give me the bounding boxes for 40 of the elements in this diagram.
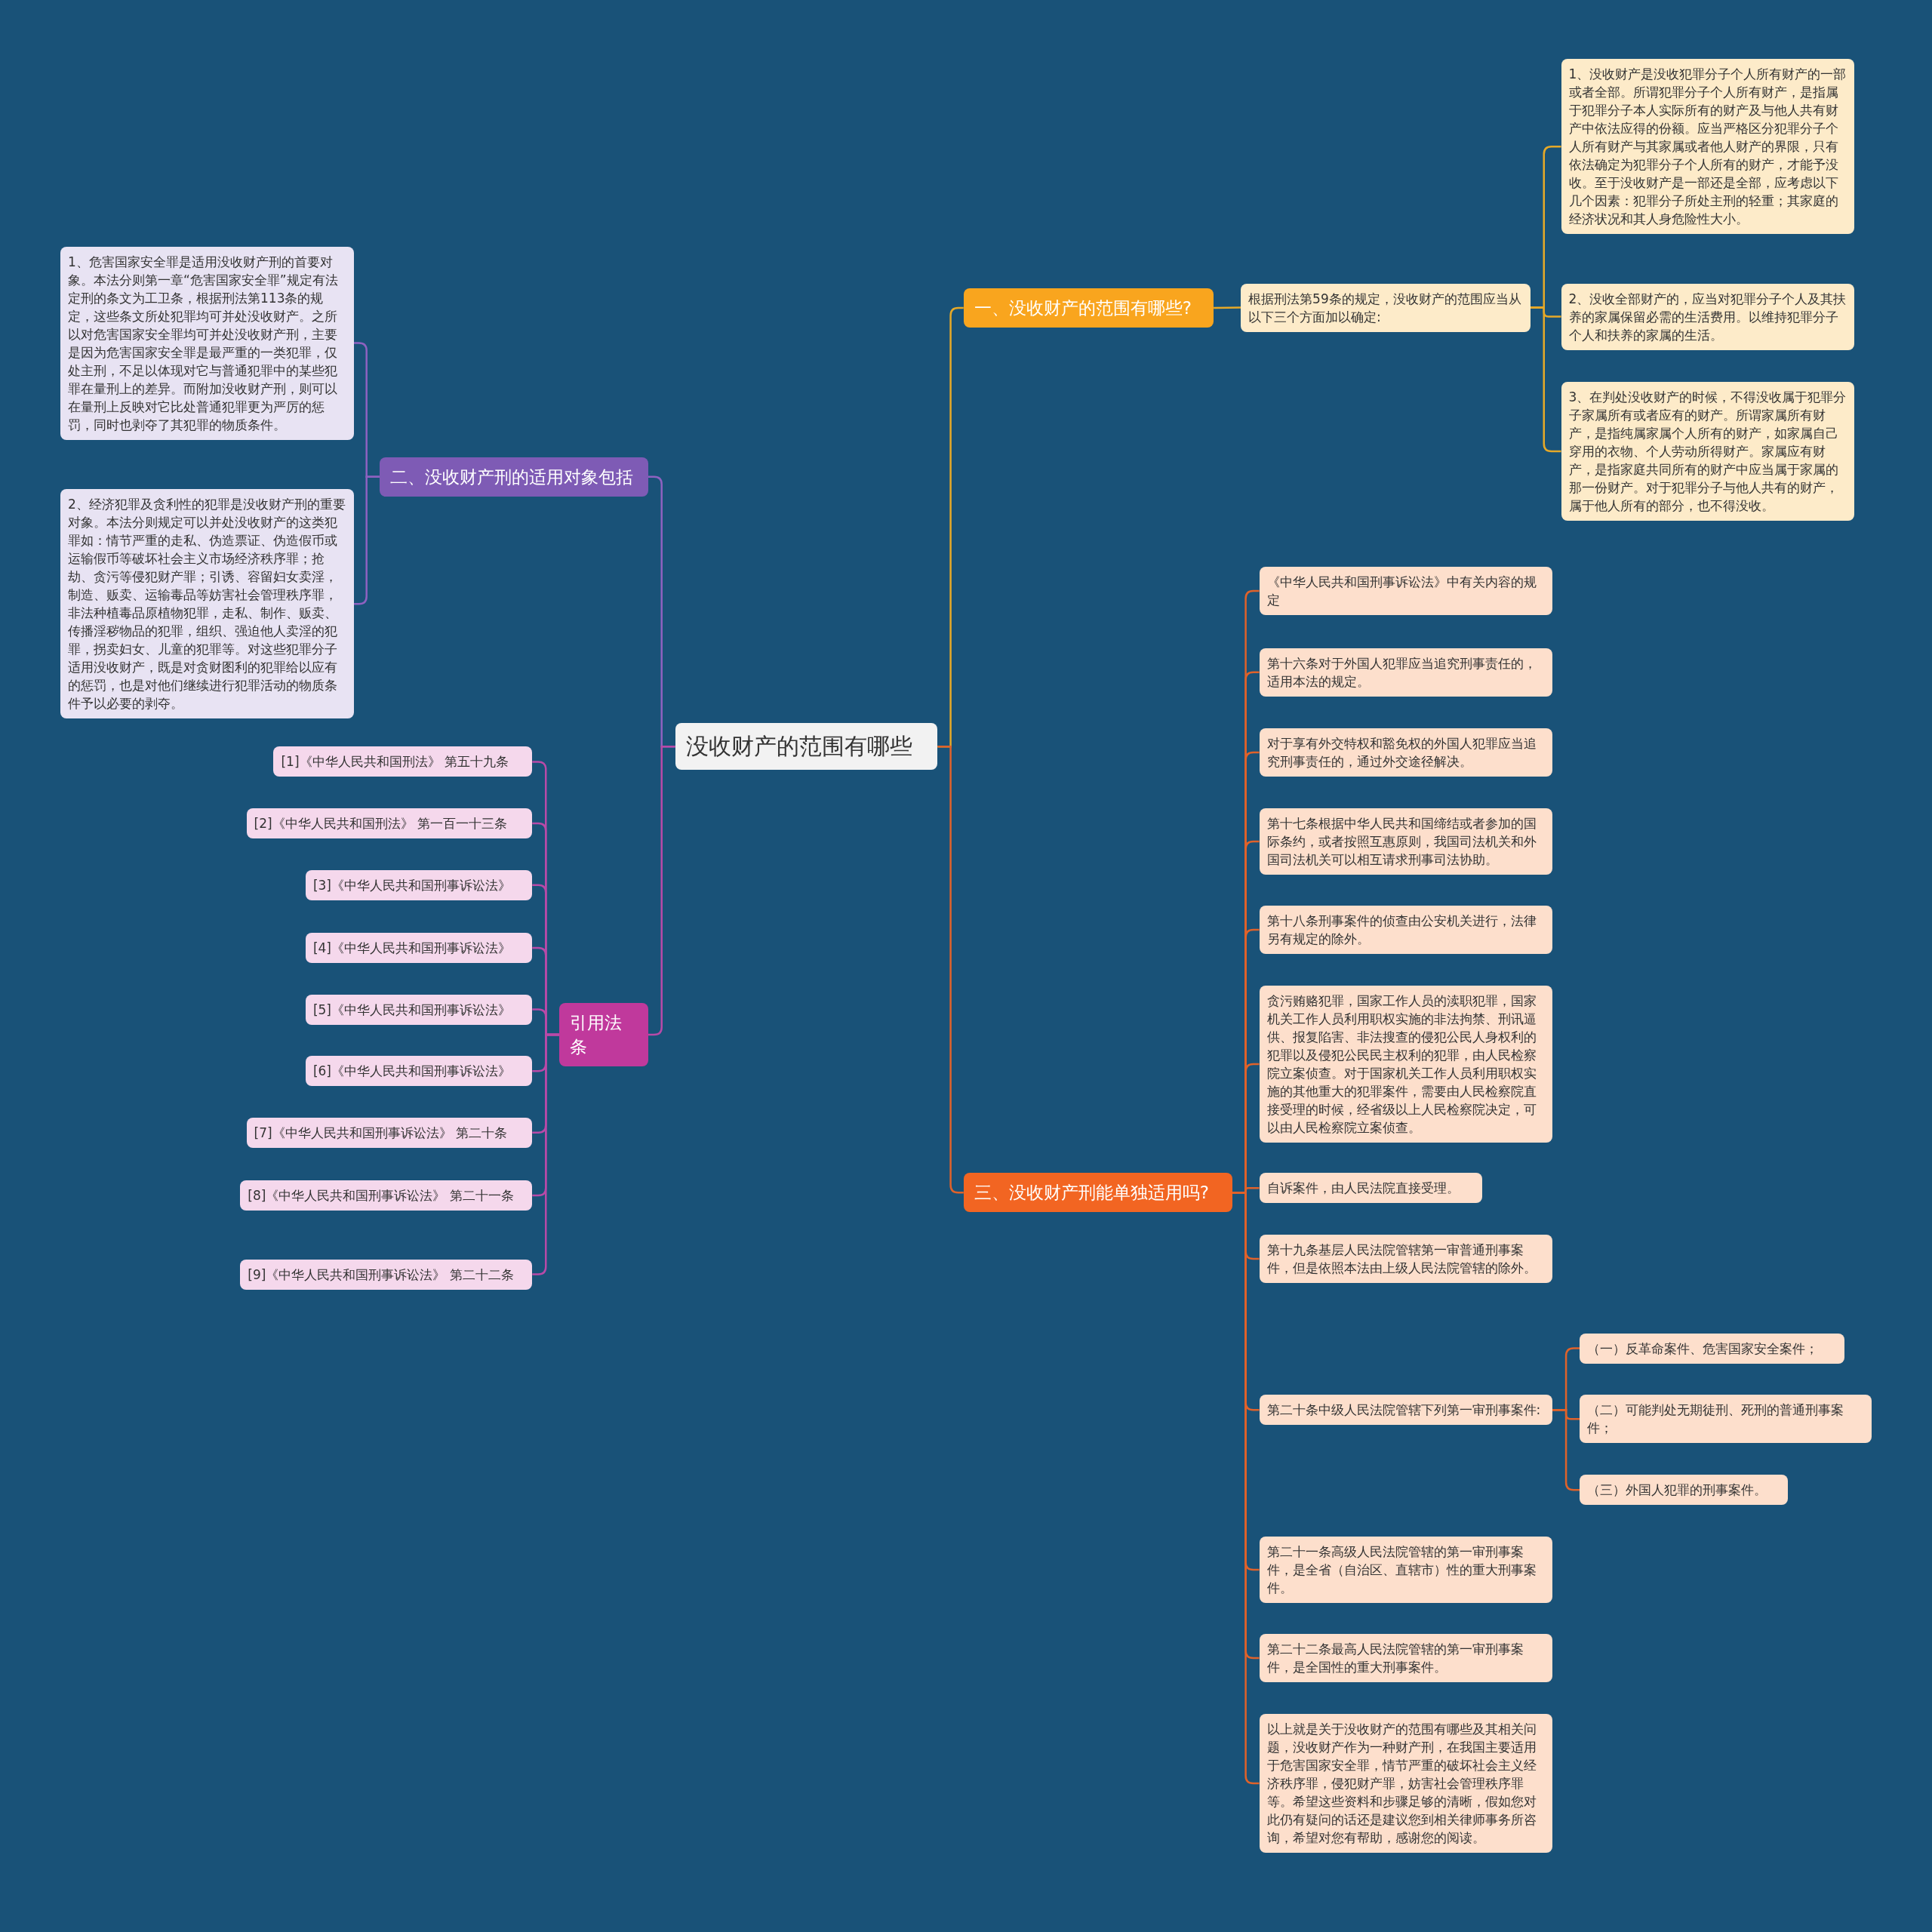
topic-box: 第十八条刑事案件的侦查由公安机关进行，法律另有规定的除外。: [1259, 906, 1553, 954]
reference-box: [4]《中华人民共和国刑事诉讼法》: [305, 932, 533, 963]
topic-box: 第二十条中级人民法院管辖下列第一审刑事案件:: [1259, 1395, 1553, 1426]
reference-box: [2]《中华人民共和国刑法》 第一百一十三条: [246, 808, 533, 838]
branch-box: 三、没收财产刑能单独适用吗?: [963, 1173, 1232, 1213]
branch-box: 引用法条: [559, 1002, 648, 1066]
connector-line: [353, 475, 380, 605]
connector-line: [1552, 1408, 1580, 1491]
topic-box: 1、危害国家安全罪是适用没收财产刑的首要对象。本法分则第一章“危害国家安全罪”规定有法定刑的条文为工卫条，根据刑法第113条的规定，这些条文所处犯罪均可并处没收财产。之所以对危害国家安全罪均可并处没收财产刑，主要是因为危害国家安全罪是最严重的一类犯罪，仅处主刑，不足以体现对它与普通犯罪中的某些犯罪在量刑上的差异。而附加没收财产刑，则可以在量刑上反映对它比处普通犯罪更为严厉的惩罚，同时也剥夺了其犯罪的物质条件。: [60, 246, 354, 440]
topic-box: 以上就是关于没收财产的范围有哪些及其相关问题，没收财产作为一种财产刑，在我国主要适用于危害国家安全罪，情节严重的破坏社会主义经济秩序罪，侵犯财产罪，妨害社会管理秩序罪等。希望这些资料和步骤足够的清晰，假如您对此仍有疑问的话还是建议您到相关律师事务所咨询，希望对您有帮助，感谢您的阅读。: [1259, 1714, 1553, 1853]
topic-box: 1、没收财产是没收犯罪分子个人所有财产的一部或者全部。所谓犯罪分子个人所有财产，是指属于犯罪分子本人实际所有的财产及与他人共有财产中依法应得的份额。应当严格区分犯罪分子个人所有财产与其家属或者他人财产的界限，只有依法确定为犯罪分子个人所有的财产，才能予没收。至于没收财产是一部还是全部，应考虑以下几个因素：犯罪分子所处主刑的轻重；其家庭的经济状况和其人身危险性大小。: [1561, 59, 1855, 235]
reference-box: [3]《中华人民共和国刑事诉讼法》: [305, 869, 533, 900]
topic-box: 3、在判处没收财产的时候，不得没收属于犯罪分子家属所有或者应有的财产。所谓家属所有财产，是指纯属家属个人所有的财产，如家属自己穿用的衣物、个人劳动所得财产。家属应有财产，是指家庭共同所有的财产中应当属于家属的那一份财产。对于犯罪分子与他人共有的财产，属于他人所有的部分，也不得没收。: [1561, 382, 1855, 521]
topic-box: （二）可能判处无期徒刑、死刑的普通刑事案件；: [1580, 1395, 1872, 1444]
topic-box: 2、没收全部财产的，应当对犯罪分子个人及其扶养的家属保留必需的生活费用。以维持犯罪分子个人和扶养的家属的生活。: [1561, 283, 1855, 350]
reference-box: [6]《中华人民共和国刑事诉讼法》: [305, 1056, 533, 1087]
reference-box: [1]《中华人民共和国刑法》 第五十九条: [273, 746, 533, 777]
topic-box: 第二十一条高级人民法院管辖的第一审刑事案件，是全省（自治区、直辖市）性的重大刑事案件。: [1259, 1536, 1553, 1603]
topic-box: 2、经济犯罪及贪利性的犯罪是没收财产刑的重要对象。本法分则规定可以并处没收财产的这类犯罪如：情节严重的走私、伪造票证、伪造假币或运输假币等破坏社会主义市场经济秩序罪；抢劫、贪污等侵犯财产罪；引诱、容留妇女卖淫，制造、贩卖、运输毒品等妨害社会管理秩序罪，非法种植毒品原植物犯罪，走私、制作、贩卖、传播淫秽物品的犯罪，组织、强迫他人卖淫的犯罪，拐卖妇女、儿童的犯罪等。对这些犯罪分子适用没收财产，既是对贪财图利的犯罪给以应有的惩罚，也是对他们继续进行犯罪活动的物质条件予以必要的剥夺。: [60, 489, 354, 719]
central-topic-box: 没收财产的范围有哪些: [675, 723, 938, 771]
reference-box: [8]《中华人民共和国刑事诉讼法》 第二十一条: [240, 1180, 533, 1211]
connector-line: [532, 1033, 560, 1275]
reference-box: [5]《中华人民共和国刑事诉讼法》: [305, 994, 533, 1025]
topic-box: 对于享有外交特权和豁免权的外国人犯罪应当追究刑事责任的，通过外交途径解决。: [1259, 728, 1553, 777]
topic-box: （一）反革命案件、危害国家安全案件；: [1580, 1333, 1845, 1364]
reference-box: [7]《中华人民共和国刑事诉讼法》 第二十条: [246, 1117, 533, 1148]
topic-box: 第二十二条最高人民法院管辖的第一审刑事案件，是全国性的重大刑事案件。: [1259, 1633, 1553, 1682]
topic-box: 《中华人民共和国刑事诉讼法》中有关内容的规定: [1259, 567, 1553, 615]
branch-box: 一、没收财产的范围有哪些?: [963, 288, 1214, 328]
topic-box: 第十七条根据中华人民共和国缔结或者参加的国际条约，或者按照互惠原则，我国司法机关和外国司法机关可以相互请求刑事司法协助。: [1259, 808, 1553, 875]
topic-box: 第十六条对于外国人犯罪应当追究刑事责任的，适用本法的规定。: [1259, 648, 1553, 697]
connector-line: [1214, 306, 1241, 309]
topic-box: 自诉案件，由人民法院直接受理。: [1259, 1173, 1483, 1204]
reference-box: [9]《中华人民共和国刑事诉讼法》 第二十二条: [240, 1259, 533, 1290]
topic-box: 第十九条基层人民法院管辖第一审普通刑事案件，但是依照本法由上级人民法院管辖的除外。: [1259, 1234, 1553, 1283]
topic-box: 贪污贿赂犯罪，国家工作人员的渎职犯罪，国家机关工作人员利用职权实施的非法拘禁、刑讯逼供、报复陷害、非法搜查的侵犯公民人身权利的犯罪以及侵犯公民民主权利的犯罪，由人民检察院立案侦查。对于国家机关工作人员利用职权实施的其他重大的犯罪案件，需要由人民检察院直接受理的时候，经省级以上人民检察院决定，可以由人民检察院立案侦查。: [1259, 986, 1553, 1143]
connector-line: [1530, 306, 1561, 453]
topic-box: （三）外国人犯罪的刑事案件。: [1580, 1475, 1788, 1506]
topic-box: 根据刑法第59条的规定，没收财产的范围应当从以下三个方面加以确定:: [1241, 283, 1531, 332]
branch-box: 二、没收财产刑的适用对象包括: [379, 457, 648, 497]
